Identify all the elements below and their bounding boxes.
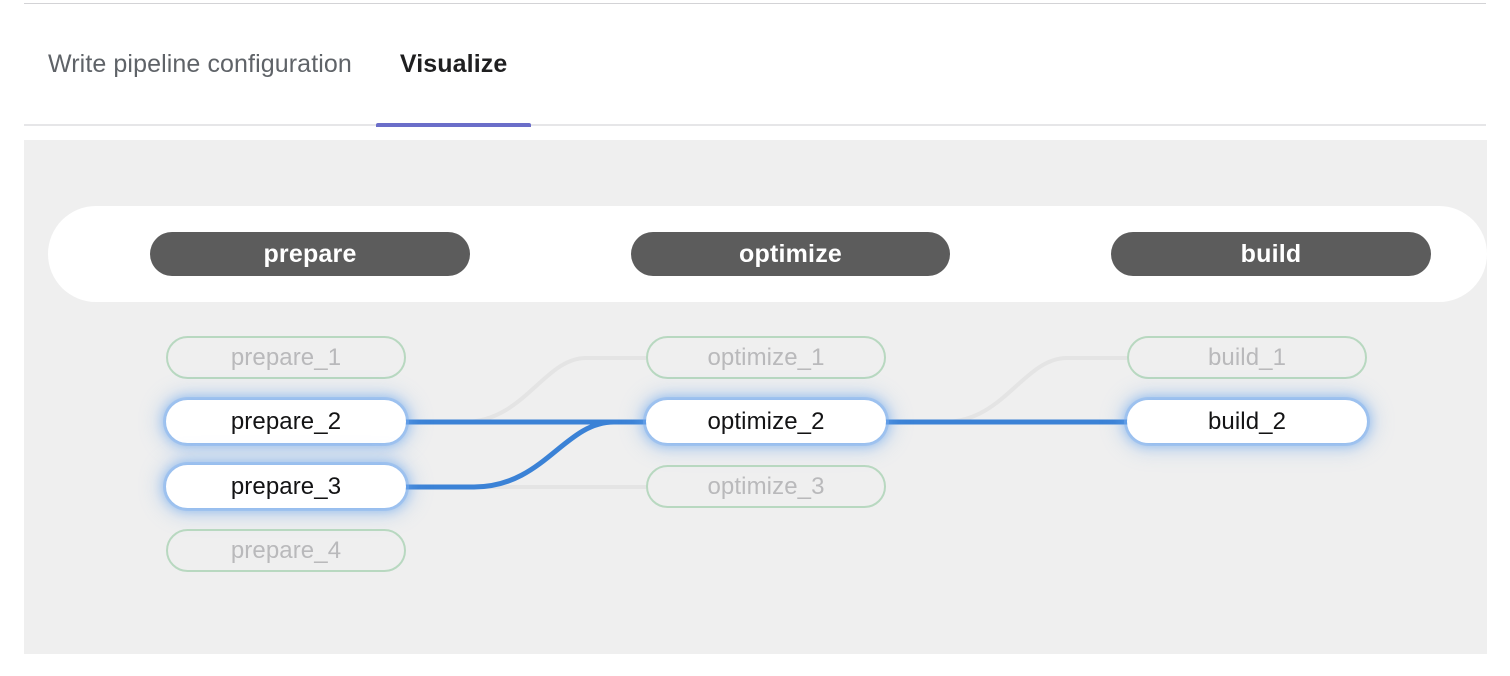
stage-header-strip: prepare optimize build — [48, 206, 1487, 302]
job-node-prepare_4[interactable]: prepare_4 — [166, 529, 406, 572]
tab-label: Visualize — [399, 49, 508, 78]
edge-prepare_2-to-optimize_1 — [404, 356, 648, 424]
job-node-label: prepare_3 — [230, 472, 342, 500]
stage-pill-prepare[interactable]: prepare — [150, 232, 470, 276]
stage-pill-optimize[interactable]: optimize — [631, 232, 950, 276]
job-node-optimize_1[interactable]: optimize_1 — [646, 336, 886, 379]
job-node-optimize_3[interactable]: optimize_3 — [646, 465, 886, 508]
job-node-optimize_2[interactable]: optimize_2 — [646, 400, 886, 443]
tab-label: Write pipeline configuration — [48, 49, 352, 78]
job-node-label: optimize_1 — [707, 343, 825, 371]
job-node-label: prepare_1 — [230, 343, 342, 371]
tab-write-pipeline-configuration[interactable]: Write pipeline configuration — [24, 3, 376, 125]
active-tab-underline — [375, 123, 532, 127]
stage-pill-label: build — [1240, 239, 1302, 268]
job-node-prepare_2[interactable]: prepare_2 — [166, 400, 406, 443]
job-node-label: prepare_2 — [230, 407, 342, 435]
stage-pill-build[interactable]: build — [1111, 232, 1431, 276]
job-node-label: optimize_2 — [707, 407, 825, 435]
stage-pill-label: optimize — [739, 239, 842, 268]
job-node-label: prepare_4 — [230, 536, 342, 564]
tab-bar: Write pipeline configuration Visualize — [24, 3, 1486, 127]
job-node-prepare_3[interactable]: prepare_3 — [166, 465, 406, 508]
edge-optimize_2-to-build_1 — [884, 356, 1129, 424]
edge-prepare_3-to-optimize_2 — [403, 419, 649, 490]
job-node-label: build_2 — [1207, 407, 1287, 435]
job-node-build_2[interactable]: build_2 — [1127, 400, 1367, 443]
top-divider — [24, 3, 1486, 4]
job-node-label: build_1 — [1207, 343, 1287, 371]
tab-visualize[interactable]: Visualize — [375, 3, 532, 127]
stage-pill-label: prepare — [263, 239, 357, 268]
job-node-prepare_1[interactable]: prepare_1 — [166, 336, 406, 379]
job-node-label: optimize_3 — [707, 472, 825, 500]
job-node-build_1[interactable]: build_1 — [1127, 336, 1367, 379]
